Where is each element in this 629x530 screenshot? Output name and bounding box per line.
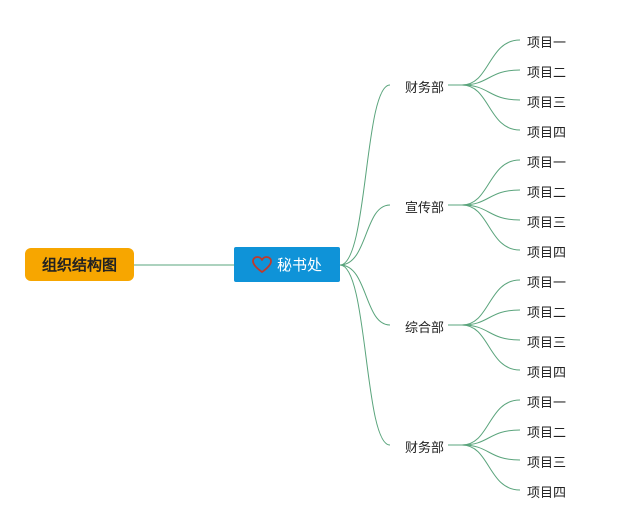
- link-dept-1-item-3: [461, 84, 521, 101]
- secretary-node[interactable]: 秘书处: [234, 247, 340, 282]
- link-dept-4-item-4: [461, 444, 521, 491]
- link-dept-1-item-2: [461, 69, 521, 86]
- dept-1-item-2[interactable]: 项目二: [527, 66, 567, 81]
- department-2[interactable]: 宣传部: [405, 201, 445, 216]
- dept-2-item-1[interactable]: 项目一: [527, 156, 567, 171]
- link-dept-3-item-1: [461, 279, 521, 326]
- link-dept-3-item-2: [461, 309, 521, 326]
- dept-4-item-1[interactable]: 项目一: [527, 396, 567, 411]
- link-dept-3-item-3: [461, 324, 521, 341]
- department-1[interactable]: 财务部: [405, 81, 445, 96]
- dept-1-item-3[interactable]: 项目三: [527, 96, 567, 111]
- link-secretary-dept-2: [339, 204, 391, 266]
- dept-4-item-4[interactable]: 项目四: [527, 486, 567, 501]
- dept-2-item-3[interactable]: 项目三: [527, 216, 567, 231]
- dept-3-item-3[interactable]: 项目三: [527, 336, 567, 351]
- dept-4-item-2[interactable]: 项目二: [527, 426, 567, 441]
- root-node[interactable]: 组织结构图: [25, 248, 134, 281]
- link-dept-2-item-1: [461, 159, 521, 206]
- heart-outline-icon: [252, 255, 272, 274]
- link-dept-1-item-1: [461, 39, 521, 86]
- department-3[interactable]: 综合部: [405, 321, 445, 336]
- dept-1-item-4[interactable]: 项目四: [527, 126, 567, 141]
- secretary-label: 秘书处: [276, 256, 322, 274]
- link-secretary-dept-1: [339, 84, 391, 266]
- dept-3-item-2[interactable]: 项目二: [527, 306, 567, 321]
- link-dept-1-item-4: [461, 84, 521, 131]
- link-dept-2-item-4: [461, 204, 521, 251]
- link-dept-4-item-2: [461, 429, 521, 446]
- link-secretary-dept-3: [339, 264, 391, 326]
- dept-1-item-1[interactable]: 项目一: [527, 36, 567, 51]
- dept-4-item-3[interactable]: 项目三: [527, 456, 567, 471]
- link-dept-3-item-4: [461, 324, 521, 371]
- link-dept-4-item-3: [461, 444, 521, 461]
- root-label: 组织结构图: [41, 256, 117, 274]
- link-dept-2-item-2: [461, 189, 521, 206]
- dept-3-item-1[interactable]: 项目一: [527, 276, 567, 291]
- dept-2-item-2[interactable]: 项目二: [527, 186, 567, 201]
- dept-3-item-4[interactable]: 项目四: [527, 366, 567, 381]
- link-secretary-dept-4: [339, 264, 391, 446]
- department-4[interactable]: 财务部: [405, 441, 445, 456]
- link-dept-4-item-1: [461, 399, 521, 446]
- dept-2-item-4[interactable]: 项目四: [527, 246, 567, 261]
- link-dept-2-item-3: [461, 204, 521, 221]
